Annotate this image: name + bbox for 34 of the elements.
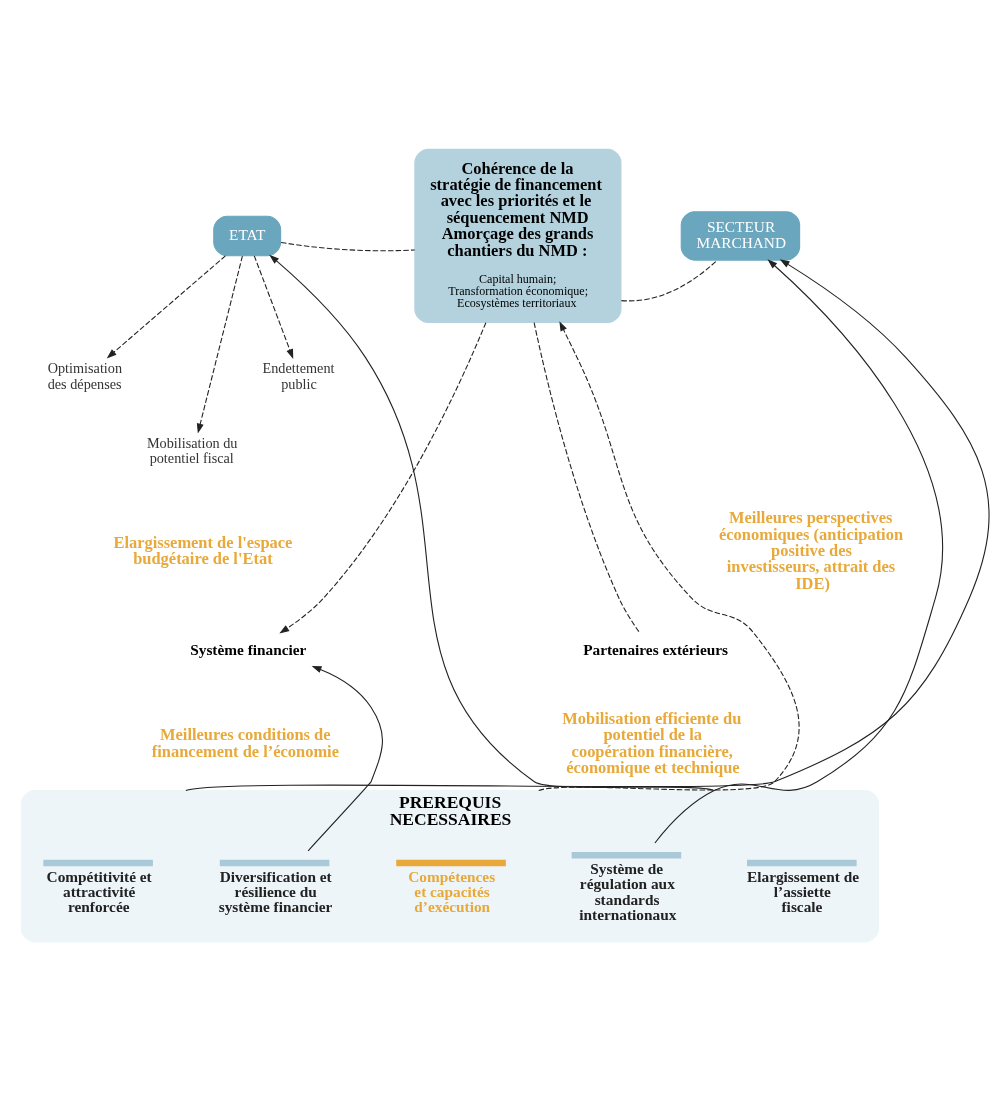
arrow xyxy=(654,259,943,844)
connector xyxy=(620,259,718,302)
arrow xyxy=(253,255,294,359)
node-label: Compétitivité et attractivité renforcée xyxy=(46,867,152,916)
arrow xyxy=(307,666,383,852)
node-box: SECTEUR MARCHAND xyxy=(680,211,801,261)
connector xyxy=(533,322,640,633)
node-box: Cohérence de la stratégie de financement avec les priorités et le séquencement NMD Amorçage des grands chantiers du NMD : Capital humain; Transformation économique; Ecosystèmes territoriaux xyxy=(414,148,622,324)
node-text: Système financier xyxy=(190,641,307,659)
arrow xyxy=(269,254,715,792)
node-box xyxy=(571,851,682,859)
label: Meilleures conditions de financement de l’économie xyxy=(151,725,339,761)
node-label: Elargissement de l’assiette fiscale xyxy=(747,867,859,916)
node-text: Mobilisation du potentiel fiscal xyxy=(146,434,238,467)
node-box xyxy=(219,859,330,867)
arrow xyxy=(538,321,800,792)
arrow xyxy=(196,255,243,434)
node-label: Diversification et résilience du système financier xyxy=(218,867,333,916)
arrow xyxy=(185,259,990,792)
node-box xyxy=(747,859,857,867)
arrow xyxy=(279,322,487,634)
node-text: Optimisation des dépenses xyxy=(47,360,123,392)
node-label: Système de régulation aux standards internationaux xyxy=(579,860,677,924)
node-box: ETAT xyxy=(213,215,282,257)
node-box xyxy=(43,859,153,867)
label: Elargissement de l'espace budgétaire de l'Etat xyxy=(113,532,293,569)
arrow xyxy=(106,255,226,359)
label: Mobilisation efficiente du potentiel de la coopération financière, économique et technique xyxy=(562,708,742,778)
node-text: Partenaires extérieurs xyxy=(583,641,728,659)
connector xyxy=(280,241,416,252)
node-text: Endettement public xyxy=(262,360,335,392)
node-label: Compétences et capacités d’exécution xyxy=(408,867,496,916)
node-box xyxy=(396,859,506,867)
label: Meilleures perspectives économiques (anticipation positive des investisseurs, attrait des IDE) xyxy=(719,508,904,593)
